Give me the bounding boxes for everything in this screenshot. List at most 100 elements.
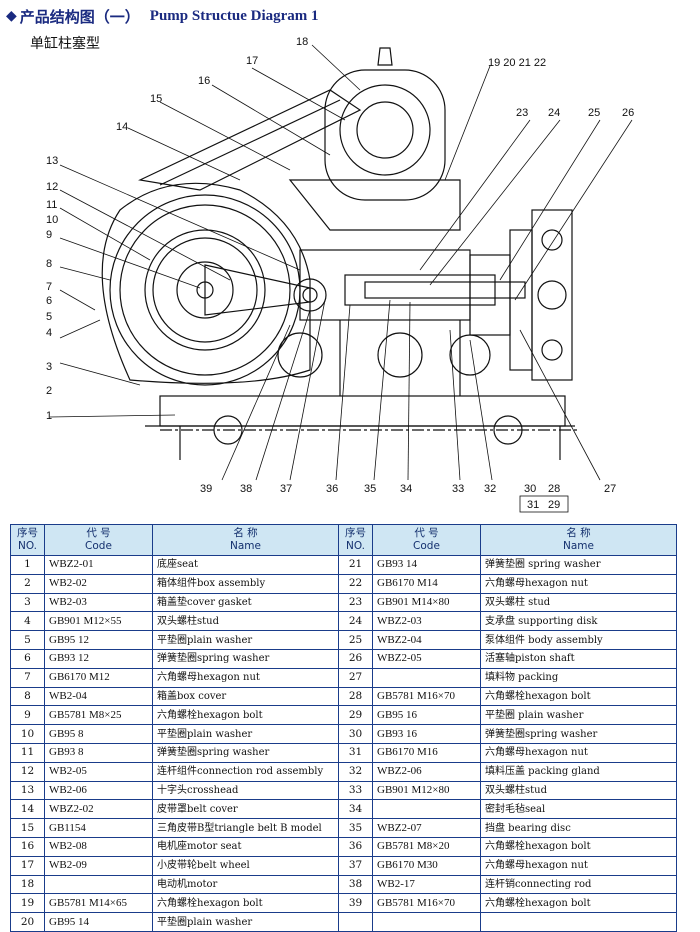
title-chinese: 产品结构图（一）	[19, 7, 140, 26]
cell-no: 25	[338, 630, 373, 650]
cell-no: 22	[338, 573, 373, 594]
cell-name: 连杆组件connection rod assembly	[152, 761, 339, 782]
cell-name: 平垫圈plain washer	[152, 724, 339, 744]
cell-no: 13	[10, 780, 45, 801]
cell-code: WBZ2-02	[44, 799, 153, 820]
callout-34: 34	[400, 483, 412, 495]
cell-no: 14	[10, 799, 45, 820]
callout-28: 28	[548, 483, 560, 495]
pump-structure-diagram: 18 17 16 15 14 19 20 21 22 23 24 25 26 1…	[46, 36, 634, 513]
callout-31-29-box	[519, 495, 569, 513]
cell-no: 5	[10, 630, 45, 650]
cell-code: WB2-06	[44, 780, 153, 801]
cell-name	[480, 912, 677, 932]
cell-code: WBZ2-05	[372, 648, 481, 669]
callout-29: 29	[548, 499, 560, 511]
cell-code: WBZ2-04	[372, 630, 481, 650]
cell-no: 23	[338, 592, 373, 613]
cell-no: 32	[338, 761, 373, 782]
cell-name: 填料压盖 packing gland	[480, 761, 677, 782]
callout-12: 12	[46, 181, 58, 193]
callout-39: 39	[200, 483, 212, 495]
cell-code: WB2-04	[44, 686, 153, 707]
cell-no: 21	[338, 555, 373, 575]
cell-code: WBZ2-01	[44, 555, 153, 575]
cell-name: 六角螺母hexagon nut	[480, 573, 677, 594]
callout-33: 33	[452, 483, 464, 495]
cell-no: 17	[10, 855, 45, 876]
cell-no: 28	[338, 686, 373, 707]
callout-15: 15	[150, 93, 162, 105]
callout-2: 2	[46, 385, 52, 397]
cell-no: 20	[10, 912, 45, 932]
cell-no: 6	[10, 648, 45, 669]
callout-38: 38	[240, 483, 252, 495]
cell-name: 挡盘 bearing disc	[480, 818, 677, 838]
cell-code	[372, 667, 481, 688]
cell-name: 支承盘 supporting disk	[480, 611, 677, 632]
cell-code: GB95 8	[44, 724, 153, 744]
callout-27: 27	[604, 483, 616, 495]
cell-name: 电机座motor seat	[152, 836, 339, 857]
cell-name: 双头螺柱stud	[480, 780, 677, 801]
cell-no: 38	[338, 874, 373, 895]
cell-code: GB93 12	[44, 648, 153, 669]
callout-36: 36	[326, 483, 338, 495]
crosshead-guide	[299, 249, 471, 321]
cell-code: WBZ2-06	[372, 761, 481, 782]
motor-seat	[288, 179, 461, 231]
cell-name: 密封毛毡seal	[480, 799, 677, 820]
cell-code: WB2-17	[372, 874, 481, 895]
cell-code: GB5781 M8×20	[372, 836, 481, 857]
cell-no: 39	[338, 893, 373, 914]
cell-name: 箱盖垫cover gasket	[152, 592, 339, 613]
cell-no: 33	[338, 780, 373, 801]
cell-code: GB93 8	[44, 742, 153, 763]
callout-37: 37	[280, 483, 292, 495]
cell-code: GB6170 M12	[44, 667, 153, 688]
crank-wheel	[144, 229, 266, 351]
cell-name: 连杆销connecting rod	[480, 874, 677, 895]
cell-no: 3	[10, 592, 45, 613]
cell-name: 双头螺柱stud	[152, 611, 339, 632]
cell-no: 35	[338, 818, 373, 838]
cell-code: GB1154	[44, 818, 153, 838]
cell-no: 2	[10, 573, 45, 594]
cell-no: 37	[338, 855, 373, 876]
cell-name: 皮带罩belt cover	[152, 799, 339, 820]
cell-name: 弹簧垫圈 spring washer	[480, 555, 677, 575]
cell-name: 六角螺栓hexagon bolt	[152, 893, 339, 914]
callout-32: 32	[484, 483, 496, 495]
cell-no: 26	[338, 648, 373, 669]
cell-name: 弹簧垫圈spring washer	[152, 648, 339, 669]
cell-code: GB901 M12×80	[372, 780, 481, 801]
cell-name: 箱盖box cover	[152, 686, 339, 707]
cell-no: 12	[10, 761, 45, 782]
base-outline	[159, 395, 566, 427]
cell-no: 15	[10, 818, 45, 838]
callout-3: 3	[46, 361, 52, 373]
callout-11: 11	[46, 199, 57, 211]
callout-4: 4	[46, 327, 52, 339]
callout-10: 10	[46, 214, 58, 226]
callout-25: 25	[588, 107, 600, 119]
callout-6: 6	[46, 295, 52, 307]
cell-code: GB6170 M16	[372, 742, 481, 763]
cell-no: 8	[10, 686, 45, 707]
cell-name: 平垫圈plain washer	[152, 630, 339, 650]
callout-1: 1	[46, 410, 52, 422]
cell-no: 18	[10, 874, 45, 895]
cell-no: 34	[338, 799, 373, 820]
cell-name: 六角螺栓hexagon bolt	[152, 705, 339, 726]
